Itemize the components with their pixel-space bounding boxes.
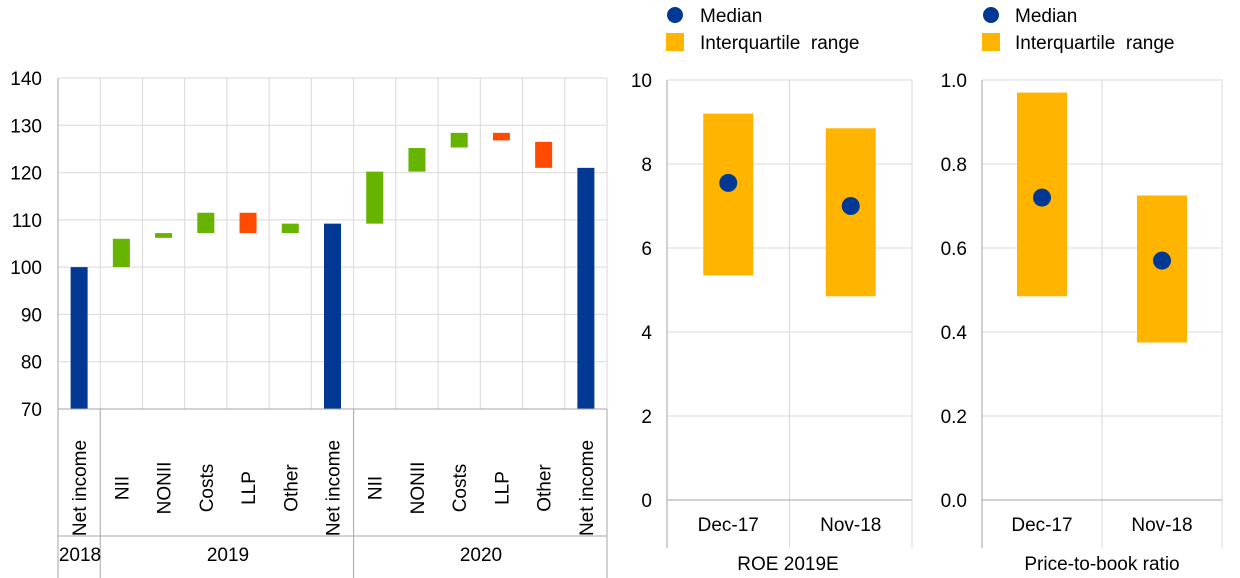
y-tick-label: 0.4 (941, 323, 968, 344)
x-tick-label: Dec-17 (698, 515, 759, 536)
x-tick-label: Other (535, 464, 556, 512)
legend-iqr-marker (982, 33, 1000, 51)
group-label: 2019 (207, 545, 249, 566)
y-tick-label: 110 (12, 211, 42, 232)
legend: Median Interquartile range (982, 6, 1175, 54)
bar-increase (197, 212, 215, 234)
x-tick-label: Nov-18 (820, 515, 881, 536)
x-tick-label: Net income (70, 440, 91, 536)
median-point (1033, 188, 1051, 207)
x-axis-label: Price-to-book ratio (1024, 554, 1179, 575)
legend-iqr-label: Interquartile range (1015, 33, 1175, 54)
y-tick-label: 6 (641, 239, 652, 260)
y-tick-label: 90 (21, 305, 42, 326)
x-tick-label: Net income (577, 440, 598, 536)
bar-increase (155, 233, 173, 238)
bar-total (70, 267, 88, 409)
legend-median-label: Median (1015, 6, 1077, 27)
legend-median-marker (983, 7, 999, 23)
bar-decrease (535, 141, 553, 168)
bar-increase (450, 132, 468, 148)
x-tick-label: NII (112, 476, 133, 500)
x-tick-label: Other (281, 464, 302, 512)
y-tick-label: 100 (10, 258, 42, 279)
x-tick-label: Costs (450, 464, 471, 513)
x-tick-label: Dec-17 (1011, 515, 1072, 536)
y-tick-label: 0.0 (941, 491, 967, 512)
group-label: 2020 (460, 545, 502, 566)
y-tick-label: 10 (631, 71, 652, 92)
legend-median-marker (667, 7, 683, 23)
legend: Median Interquartile range (666, 6, 860, 54)
y-tick-label: 0.2 (941, 407, 967, 428)
y-tick-label: 120 (10, 164, 42, 185)
bar-increase (112, 238, 130, 268)
x-tick-label: LLP (239, 471, 260, 505)
legend-iqr-label: Interquartile range (700, 33, 860, 54)
x-tick-label: LLP (492, 471, 513, 505)
median-point (1153, 251, 1171, 270)
y-tick-label: 0.8 (941, 155, 967, 176)
bar-increase (281, 223, 299, 234)
y-tick-label: 2 (641, 407, 652, 428)
bar-decrease (239, 212, 257, 234)
iqr-bar (703, 113, 754, 276)
roe-range-chart: Median Interquartile range 0 2 4 6 8 10Dec-17… (631, 6, 913, 575)
x-tick-label: NII (366, 476, 387, 500)
bar-decrease (492, 132, 510, 141)
x-tick-label: Costs (197, 464, 218, 513)
bar-total (577, 167, 595, 409)
group-label: 2018 (59, 545, 101, 566)
median-point (719, 173, 738, 192)
x-tick-label: NONII (408, 462, 429, 515)
y-tick-label: 1.0 (941, 71, 967, 92)
median-point (841, 197, 860, 215)
y-tick-label: 0 (641, 491, 652, 512)
legend-median-label: Median (700, 6, 762, 27)
x-tick-label: Net income (324, 440, 345, 536)
bar-increase (408, 147, 426, 172)
x-tick-label: NONII (155, 462, 176, 515)
pb-range-chart: Median Interquartile range 0.00.20.40.60… (941, 6, 1223, 575)
bar-increase (366, 171, 384, 224)
y-tick-label: 140 (10, 69, 42, 90)
y-tick-label: 0.6 (941, 239, 967, 260)
x-axis-label: ROE 2019E (737, 554, 838, 575)
legend-iqr-marker (666, 33, 684, 51)
y-tick-label: 4 (641, 323, 652, 344)
y-tick-label: 80 (21, 353, 42, 374)
y-tick-label: 8 (641, 155, 652, 176)
y-tick-label: 130 (10, 116, 42, 137)
y-tick-label: 70 (21, 400, 42, 421)
x-tick-label: Nov-18 (1131, 515, 1192, 536)
bar-total (324, 223, 341, 409)
